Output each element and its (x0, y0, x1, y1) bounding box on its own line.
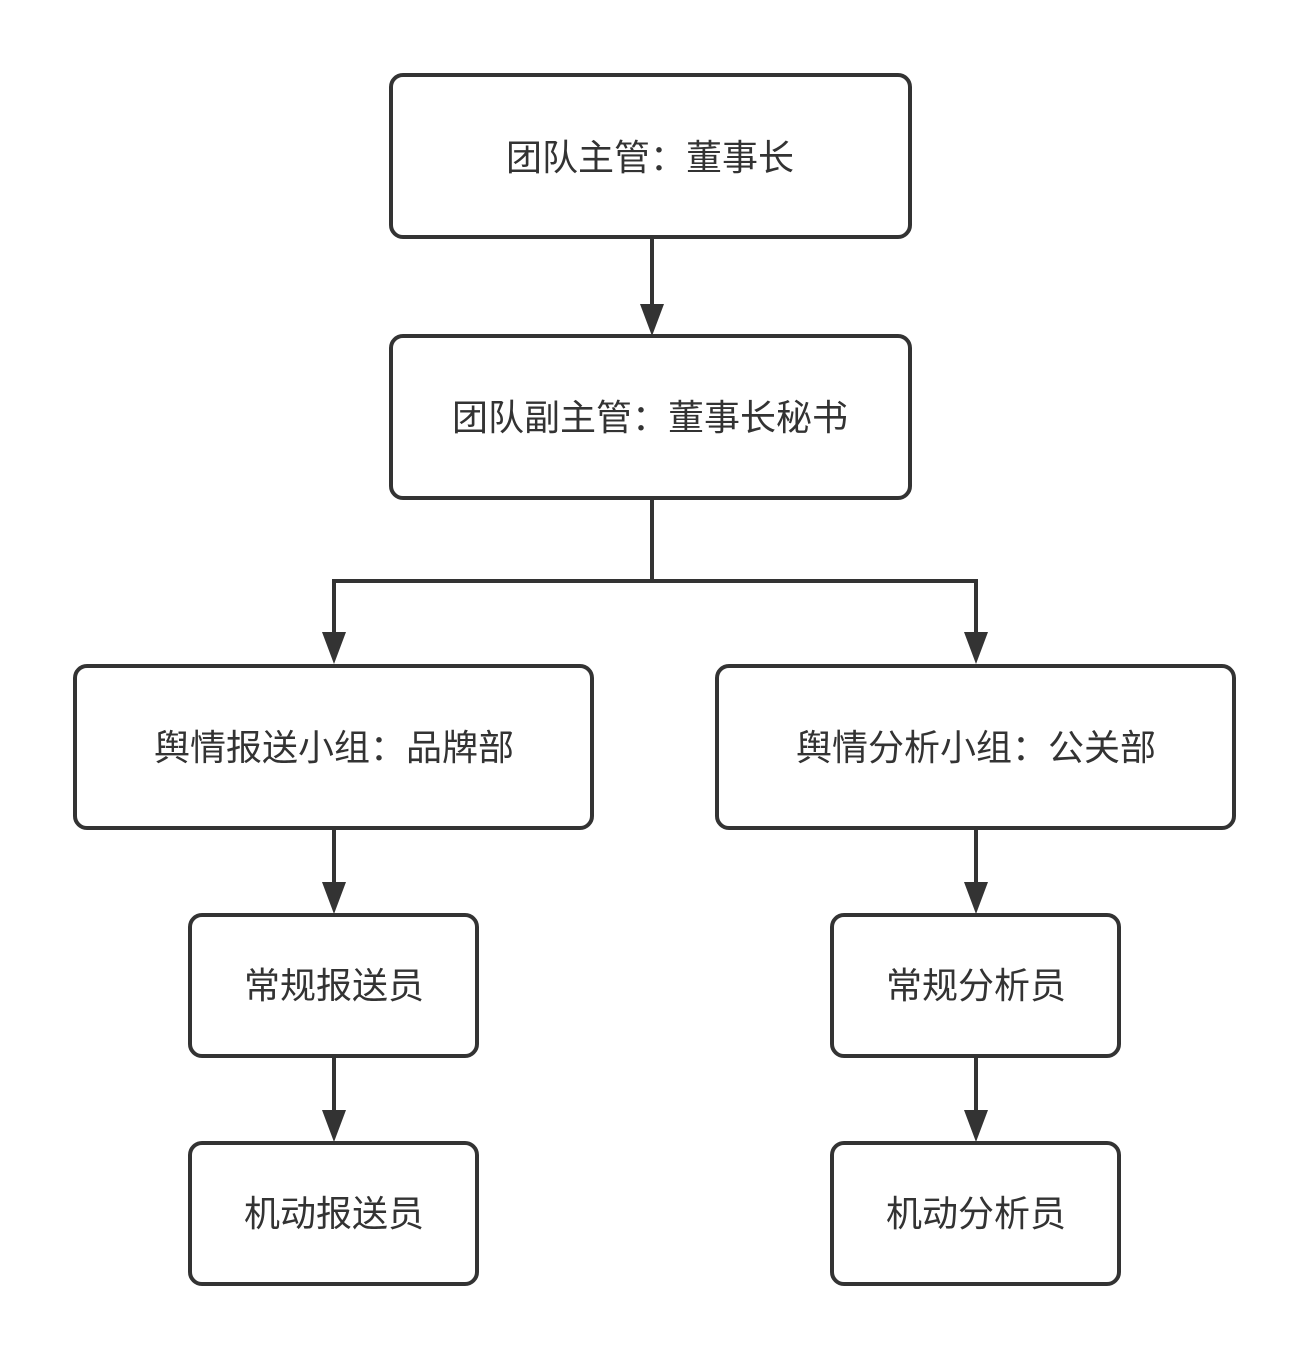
arrowhead-mobile-analyst (964, 1110, 988, 1142)
node-regular-analyst: 常规分析员 (830, 913, 1121, 1058)
node-regular-reporter-label: 常规报送员 (244, 966, 424, 1007)
node-analysis-group-label: 舆情分析小组：公关部 (796, 728, 1156, 769)
node-supervisor: 团队主管：董事长 (389, 73, 912, 239)
node-mobile-analyst-label: 机动分析员 (886, 1194, 1066, 1235)
edge-deputy-analysis-group (652, 579, 978, 634)
edge-deputy-reporting-group (332, 498, 654, 634)
arrowhead-analysis-group (964, 632, 988, 664)
arrowhead-regular-reporter (322, 882, 346, 914)
node-reporting-group: 舆情报送小组：品牌部 (73, 664, 594, 830)
node-deputy: 团队副主管：董事长秘书 (389, 334, 912, 500)
node-analysis-group: 舆情分析小组：公关部 (715, 664, 1236, 830)
connectors (322, 238, 988, 1142)
node-mobile-analyst: 机动分析员 (830, 1141, 1121, 1286)
node-regular-analyst-label: 常规分析员 (886, 966, 1066, 1007)
node-mobile-reporter: 机动报送员 (188, 1141, 479, 1286)
arrowhead-reporting-group (322, 632, 346, 664)
node-mobile-reporter-label: 机动报送员 (244, 1194, 424, 1235)
arrowhead-mobile-reporter (322, 1110, 346, 1142)
node-regular-reporter: 常规报送员 (188, 913, 479, 1058)
arrowhead-deputy (640, 304, 664, 336)
node-supervisor-label: 团队主管：董事长 (506, 138, 794, 179)
node-reporting-group-label: 舆情报送小组：品牌部 (154, 728, 514, 769)
node-deputy-label: 团队副主管：董事长秘书 (452, 398, 848, 439)
arrowhead-regular-analyst (964, 882, 988, 914)
